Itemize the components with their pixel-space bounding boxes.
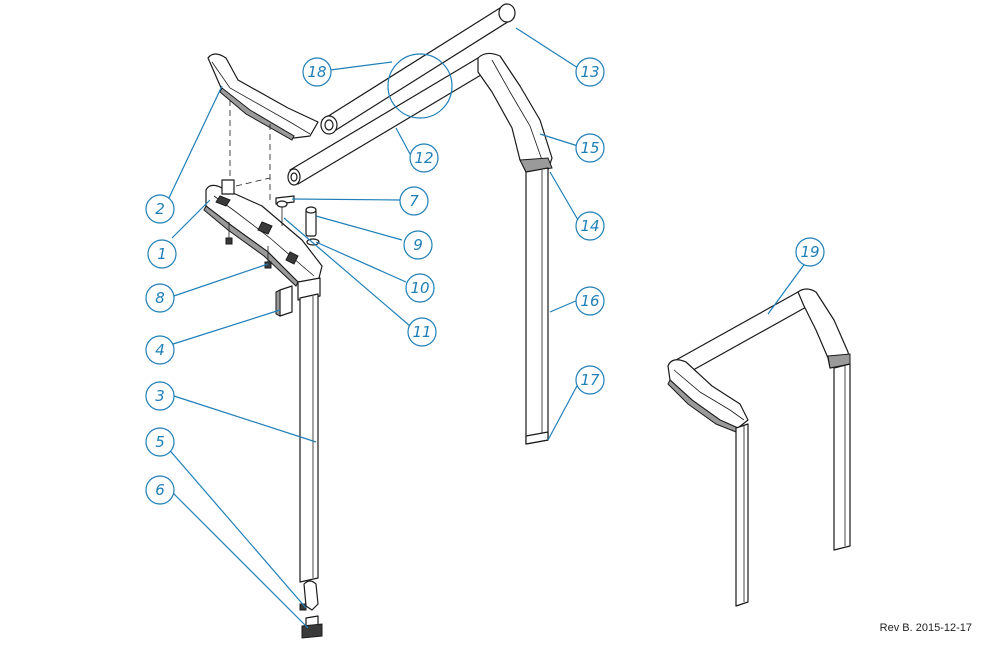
callout-label: 18: [307, 63, 326, 81]
callout-13: 13: [575, 57, 605, 87]
bracket-4: [275, 285, 293, 317]
callout-label: 1: [157, 245, 167, 263]
callout-label: 15: [580, 139, 599, 157]
armrest-base: [203, 179, 323, 287]
clip-7: [275, 195, 295, 226]
callout-9: 9: [403, 230, 433, 260]
callout-label: 12: [414, 149, 433, 167]
callout-label: 9: [413, 236, 423, 254]
callout-14: 14: [575, 211, 605, 241]
callout-1: 1: [147, 239, 177, 269]
callout-label: 11: [412, 323, 431, 341]
callout-label: 19: [800, 243, 819, 261]
spring-clip-5: [299, 580, 319, 611]
top-pad-tube: [320, 3, 516, 135]
assembled-armrest-19: [667, 288, 851, 607]
callout-18: 18: [302, 57, 332, 87]
callout-8: 8: [145, 283, 175, 313]
callout-label: 10: [410, 279, 429, 297]
callout-5: 5: [145, 427, 175, 457]
callout-10: 10: [405, 273, 435, 303]
callout-label: 8: [155, 289, 165, 307]
callout-11: 11: [407, 317, 437, 347]
callout-label: 14: [580, 217, 599, 235]
foot-tip-6: [301, 615, 323, 639]
callout-16: 16: [575, 286, 605, 316]
right-leg-tube: [525, 167, 549, 445]
callout-6: 6: [145, 475, 175, 505]
detail-circle-18: [387, 53, 453, 119]
callout-label: 4: [155, 341, 165, 359]
callout-label: 6: [155, 481, 165, 499]
right-armrest-elbow: [477, 52, 553, 173]
callout-2: 2: [145, 194, 175, 224]
callout-label: 13: [580, 63, 599, 81]
callout-3: 3: [145, 381, 175, 411]
callout-4: 4: [145, 335, 175, 365]
screw-8: [225, 222, 272, 269]
callout-label: 5: [155, 433, 165, 451]
callout-label: 3: [155, 387, 165, 405]
callout-label: 7: [409, 192, 419, 210]
callout-label: 2: [155, 200, 165, 218]
callout-7: 7: [399, 186, 429, 216]
leader-lines: [165, 27, 807, 629]
callout-19: 19: [795, 237, 825, 267]
callout-15: 15: [575, 133, 605, 163]
callout-label: 16: [580, 292, 599, 310]
callout-label: 17: [580, 371, 600, 389]
armrest-pad: [207, 53, 319, 141]
revision-label: Rev B. 2015-12-17: [879, 622, 972, 634]
callout-17: 17: [575, 365, 605, 395]
left-leg-tube: [297, 277, 321, 583]
callout-12: 12: [409, 143, 439, 173]
